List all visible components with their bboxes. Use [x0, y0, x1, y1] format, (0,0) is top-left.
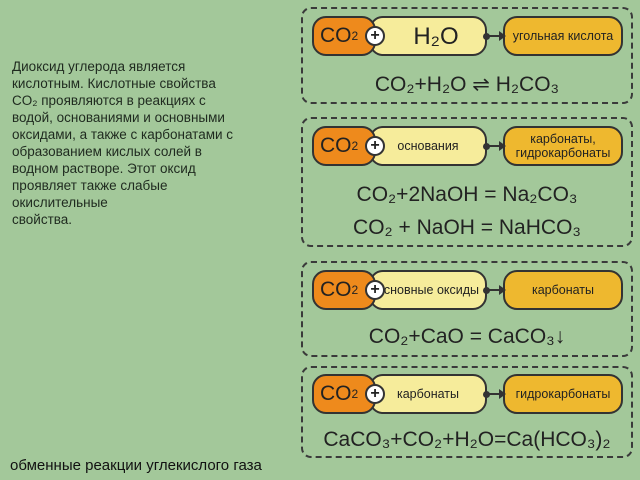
caption: обменные реакции углекислого газа	[10, 457, 262, 474]
equation: CO₂+H₂O ⇌ H₂CO₃	[374, 73, 560, 96]
description-line: Диоксид углерода является	[12, 59, 186, 74]
partner-box: основания	[369, 126, 487, 166]
connector-dot-icon	[483, 391, 490, 398]
partner-box: карбонаты	[369, 374, 487, 414]
description-line: проявляет также слабые	[12, 178, 168, 193]
reactant-subscript: 2	[351, 387, 359, 401]
description-line: оксидами, а также с карбонатами с	[12, 127, 234, 142]
plus-icon: +	[365, 384, 385, 404]
plus-icon: +	[365, 280, 385, 300]
description-line: водном растворе. Этот оксид	[12, 161, 196, 176]
product-box: карбонаты, гидрокарбонаты	[503, 126, 623, 166]
reactant-label: CO	[320, 278, 352, 301]
arrow-right-icon	[489, 285, 506, 295]
equation: CO₂ + NaOH = NaHCO₃	[353, 216, 581, 239]
arrow-right-icon	[489, 31, 506, 41]
arrow-right-icon	[489, 141, 506, 151]
reactant-label: CO	[320, 382, 352, 405]
equation: CO₂+CaO = CaCO₃↓	[368, 325, 566, 348]
reactant-subscript: 2	[351, 283, 359, 297]
product-box: гидрокарбонаты	[503, 374, 623, 414]
product-box: карбонаты	[503, 270, 623, 310]
description-line: водой, основаниями и основными	[12, 110, 225, 125]
reactant-label: CO	[320, 24, 352, 47]
description-line: кислотным. Кислотные свойства	[12, 76, 216, 91]
description-line: CO₂ проявляются в реакциях с	[12, 93, 206, 108]
equation: CO₂+2NaOH = Na₂CO₃	[356, 183, 578, 206]
connector-dot-icon	[483, 143, 490, 150]
equation: CaCO₃+CO₂+H₂O=Ca(HCO₃)₂	[323, 428, 611, 451]
reactant-subscript: 2	[351, 29, 359, 43]
connector-dot-icon	[483, 33, 490, 40]
product-box: угольная кислота	[503, 16, 623, 56]
plus-icon: +	[365, 26, 385, 46]
description-line: окислительные	[12, 195, 108, 210]
arrow-right-icon	[489, 389, 506, 399]
description-text: Диоксид углерода является кислотным. Кис…	[12, 58, 262, 228]
description-line: образованием кислых солей в	[12, 144, 202, 159]
connector-dot-icon	[483, 287, 490, 294]
reactant-subscript: 2	[351, 139, 359, 153]
partner-box: H₂O	[369, 16, 487, 56]
partner-box: основные оксиды	[369, 270, 487, 310]
plus-icon: +	[365, 136, 385, 156]
description-line: свойства.	[12, 212, 73, 227]
reactant-label: CO	[320, 134, 352, 157]
